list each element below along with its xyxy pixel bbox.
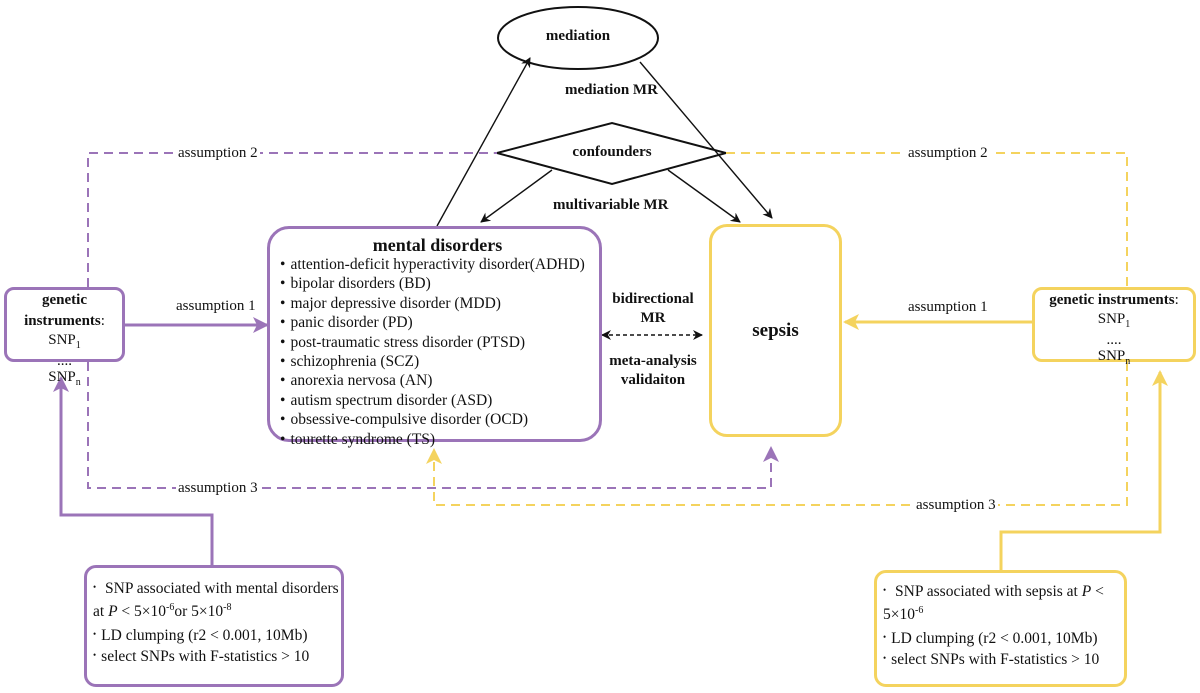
right-gi-snpn-sub: n (1125, 356, 1131, 367)
arrow-mediation-to-sepsis (639, 61, 773, 219)
assumption-2-right: assumption 2 (906, 145, 990, 162)
mediation-label: mediation (545, 28, 611, 44)
sepsis-box: sepsis (709, 224, 842, 437)
left-criteria-1-p: P (108, 603, 118, 621)
list-item: schizophrenia (SCZ) (280, 352, 599, 371)
yellow-criteria-arrow (999, 370, 1168, 570)
left-criteria-1-line1: SNP associated with mental disorders (105, 580, 339, 597)
left-gi-snpn: SNPn (7, 368, 122, 392)
left-criteria-box: SNP associated with mental disorders at … (84, 565, 344, 687)
assumption-2-left: assumption 2 (176, 145, 260, 162)
bidirectional-label: bidirectional MR (598, 290, 708, 328)
confounders-label: confounders (572, 144, 652, 160)
right-criteria-1-exp: -6 (915, 605, 924, 616)
meta-analysis-line1: meta-analysis (609, 353, 697, 369)
right-gi-dots: .... (1106, 332, 1122, 348)
list-item: post-traumatic stress disorder (PTSD) (280, 333, 599, 352)
list-item: anorexia nervosa (AN) (280, 371, 599, 390)
left-criteria-1-at: at (93, 603, 105, 621)
right-gi-colon: : (1174, 292, 1179, 308)
left-criteria-1-or: or 5×10 (174, 603, 224, 621)
right-criteria-1-lt: < (1091, 583, 1104, 600)
arrow-confounders-to-mental (480, 169, 553, 223)
right-gi-title-row: genetic instruments: (1035, 290, 1193, 311)
list-item: bipolar disorders (BD) (280, 274, 599, 293)
left-criteria-1-exp1: -6 (166, 602, 175, 613)
right-criteria-item-1: SNP associated with sepsis at P < 5×10-6 (883, 581, 1124, 624)
left-gi-title-row: genetic instruments: (7, 290, 122, 332)
list-item: tourette syndrome (TS) (280, 430, 599, 449)
right-gi-title: genetic instruments (1049, 292, 1175, 308)
purple-criteria-arrow (53, 376, 214, 565)
assumption-3-right: assumption 3 (914, 497, 998, 514)
purple-assumption3-path (87, 362, 779, 489)
mediation-ellipse (497, 6, 659, 70)
left-gi-snp1-sub: 1 (75, 340, 81, 351)
assumption-1-right: assumption 1 (908, 299, 988, 316)
left-criteria-item-2: LD clumping (r2 < 0.001, 10Mb) (93, 625, 341, 645)
list-item: attention-deficit hyperactivity disorder… (280, 255, 599, 274)
mediation-mr-label: mediation MR (565, 82, 658, 98)
right-gi-snp1-sub: 1 (1125, 319, 1131, 330)
right-criteria-list: SNP associated with sepsis at P < 5×10-6… (883, 581, 1124, 669)
list-item: autism spectrum disorder (ASD) (280, 391, 599, 410)
multivariable-mr-label: multivariable MR (553, 197, 669, 213)
right-criteria-item-2: LD clumping (r2 < 0.001, 10Mb) (883, 628, 1124, 648)
right-criteria-box: SNP associated with sepsis at P < 5×10-6… (874, 570, 1127, 687)
left-gi-snpn-sub: n (75, 377, 81, 388)
meta-analysis-label: meta-analysis validaiton (598, 352, 708, 390)
arrow-mental-to-mediation (436, 57, 531, 227)
bidirectional-line1: bidirectional (612, 291, 694, 307)
list-item: panic disorder (PD) (280, 313, 599, 332)
right-gi-snpn: SNPn (1035, 347, 1193, 371)
left-criteria-item-3: select SNPs with F-statistics > 10 (93, 646, 341, 666)
left-gi-title: genetic instruments (24, 292, 101, 329)
left-criteria-item-1: SNP associated with mental disorders at … (93, 578, 341, 621)
purple-assumption2-path (87, 152, 497, 287)
right-gi-snpn-text: SNP (1097, 348, 1126, 364)
right-criteria-1-line1: SNP associated with sepsis at (895, 583, 1078, 600)
right-genetic-instruments-box: genetic instruments: SNP1 .... SNPn (1032, 287, 1196, 367)
right-criteria-1-val: 5×10 (883, 606, 915, 624)
left-gi-snp1-text: SNP (48, 332, 76, 348)
arrow-confounders-to-sepsis (667, 169, 741, 223)
left-criteria-1-exp2: -8 (223, 602, 232, 613)
right-criteria-1-p: P (1081, 583, 1092, 600)
assumption-3-left: assumption 3 (176, 480, 260, 497)
right-gi-snp1-text: SNP (1097, 311, 1126, 327)
left-criteria-1-lt: < 5×10 (117, 603, 167, 621)
right-gi-snp1: SNP1 (1035, 311, 1193, 333)
mental-disorders-box: mental disorders attention-deficit hyper… (267, 226, 602, 448)
left-gi-snpn-text: SNP (48, 369, 76, 385)
mental-disorders-list: attention-deficit hyperactivity disorder… (280, 255, 599, 449)
left-criteria-list: SNP associated with mental disorders at … (93, 578, 341, 666)
meta-analysis-line2: validaiton (620, 372, 686, 388)
list-item: major depressive disorder (MDD) (280, 294, 599, 313)
assumption-1-left: assumption 1 (176, 298, 256, 315)
sepsis-label: sepsis (752, 319, 799, 341)
left-gi-snp1: SNP1 (7, 332, 122, 354)
bidirectional-line2: MR (640, 310, 666, 326)
right-criteria-item-3: select SNPs with F-statistics > 10 (883, 649, 1124, 669)
mental-disorders-title: mental disorders (372, 235, 503, 255)
left-genetic-instruments-box: genetic instruments: SNP1 .... SNPn (4, 287, 125, 388)
left-gi-dots: .... (57, 353, 72, 369)
list-item: obsessive-compulsive disorder (OCD) (280, 410, 599, 429)
yellow-assumption3-path (426, 362, 1128, 506)
left-gi-colon: : (100, 313, 105, 329)
